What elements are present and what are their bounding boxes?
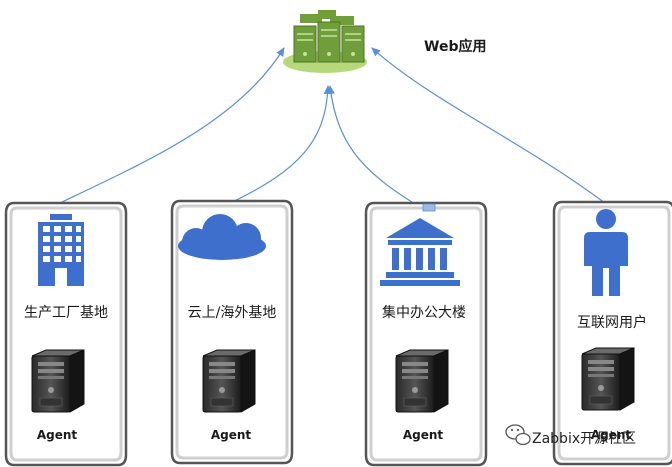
arrow-office-to-web [326, 85, 413, 203]
arrow-cloud-to-web [229, 85, 332, 204]
agent-server-icon [202, 349, 256, 413]
office-building-icon [38, 214, 84, 286]
agent-server-icon [31, 349, 85, 413]
agent-label-factory: Agent [36, 428, 78, 442]
user-icon [584, 209, 628, 296]
site-label-factory: 生产工厂基地 [24, 305, 108, 321]
wechat-icon [505, 424, 531, 446]
agent-server-icon [581, 347, 635, 411]
agent-label-office: Agent [402, 428, 444, 442]
site-label-office: 集中办公大楼 [382, 305, 466, 321]
watermark-text: Zabbix开源社区 [532, 431, 637, 447]
arrow-factory-to-web [59, 47, 285, 204]
site-label-cloud: 云上/海外基地 [187, 305, 277, 321]
agent-label-cloud: Agent [210, 428, 252, 442]
server-cluster-icon [283, 10, 367, 73]
site-label-user: 互联网用户 [577, 315, 647, 331]
frame-tab-marker [422, 203, 436, 212]
bank-building-icon [380, 218, 460, 286]
web-app-label: Web应用 [424, 39, 487, 55]
arrow-user-to-web [371, 47, 606, 204]
agent-server-icon [395, 349, 449, 413]
agent-label-user: Agent [590, 428, 632, 442]
cloud-icon [178, 214, 266, 260]
